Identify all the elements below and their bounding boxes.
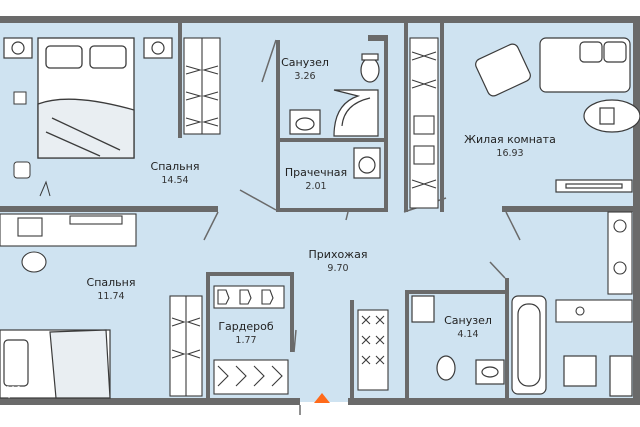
- hall-racks: [357, 309, 389, 391]
- single-bed: [0, 329, 111, 399]
- kitchen: [555, 211, 633, 323]
- room-area: 9.70: [327, 263, 349, 274]
- room-name: Санузел: [444, 314, 492, 327]
- coffee-table: [583, 99, 640, 133]
- room-name: Жилая комната: [464, 133, 556, 146]
- watermark: ЦИАН: [0, 385, 43, 400]
- room-name: Прихожая: [308, 248, 368, 261]
- room-label-laundry: Прачечная 2.01: [285, 166, 347, 194]
- room-area: 3.26: [294, 71, 316, 82]
- sofa: [539, 37, 631, 93]
- room-label-living: Жилая комната 16.93: [464, 133, 556, 161]
- room-area: 14.54: [161, 175, 189, 186]
- room-area: 16.93: [496, 148, 524, 159]
- bath1-fixtures: [289, 53, 380, 137]
- room-name: Санузел: [281, 56, 329, 69]
- inner-walls: [0, 23, 633, 400]
- room-area: 2.01: [305, 181, 327, 192]
- room-area: 11.74: [97, 291, 125, 302]
- ac-units: [3, 37, 173, 59]
- bedside-items: [13, 91, 51, 197]
- entrance-arrow: [314, 393, 330, 403]
- armchair: [475, 43, 531, 97]
- room-label-bath1: Санузел 3.26: [281, 56, 329, 84]
- bath2-fixtures: [411, 295, 633, 397]
- room-label-hall: Прихожая 9.70: [309, 248, 368, 276]
- laundry-fixtures: [353, 147, 381, 179]
- room-label-bath2: Санузел 4.14: [444, 314, 492, 342]
- room-label-bedroom2: Спальня 11.74: [87, 276, 136, 304]
- tv-stand: [555, 179, 633, 193]
- room-name: Спальня: [86, 276, 136, 289]
- wardrobe-shelves: [213, 285, 289, 395]
- outer-walls: [0, 16, 640, 405]
- wardrobe-column-3: [169, 295, 203, 397]
- wardrobe-column-2: [409, 37, 439, 209]
- room-label-wardrobe: Гардероб 1.77: [218, 320, 273, 348]
- wardrobe-column-1: [183, 37, 221, 135]
- room-area: 4.14: [457, 329, 479, 340]
- room-name: Прачечная: [284, 166, 348, 179]
- room-label-bedroom1: Спальня 14.54: [151, 160, 200, 188]
- desk: [0, 213, 137, 273]
- room-name: Спальня: [150, 160, 200, 173]
- double-bed: [37, 37, 135, 159]
- room-area: 1.77: [235, 335, 257, 346]
- room-name: Гардероб: [218, 320, 274, 333]
